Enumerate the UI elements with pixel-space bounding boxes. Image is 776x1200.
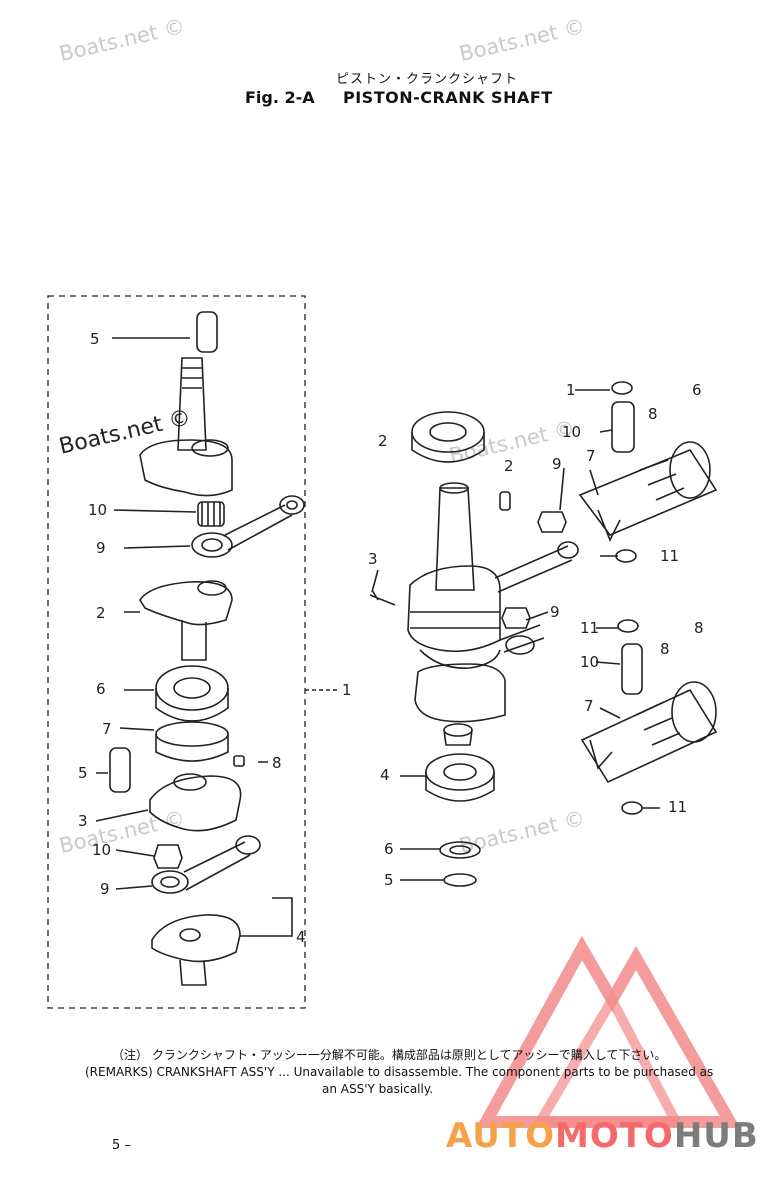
callout-number: 6 — [692, 381, 702, 399]
callout-number: 8 — [648, 405, 658, 423]
callout-number: 9 — [552, 455, 562, 473]
callout-number: 1 — [566, 381, 576, 399]
callout-number: 8 — [272, 754, 282, 772]
callout-number: 4 — [296, 928, 306, 946]
callout-number: 11 — [660, 547, 680, 565]
callout-number: 6 — [96, 680, 106, 698]
callout-number: 10 — [580, 653, 600, 671]
title-japanese: ピストン・クランクシャフト — [336, 72, 519, 87]
callout-number: 10 — [562, 423, 582, 441]
callout-number: 9 — [96, 539, 106, 557]
callout-number: 5 — [384, 871, 394, 889]
callout-number: 2 — [504, 457, 514, 475]
logo-part-hub: HUB — [673, 1116, 759, 1156]
callout-number: 4 — [380, 766, 390, 784]
callout-number: 10 — [88, 501, 108, 519]
callout-number: 7 — [586, 447, 596, 465]
figure-title: PISTON-CRANK SHAFT — [343, 88, 553, 107]
remarks-japanese: （注） クランクシャフト・アッシー一分解不可能。構成部品は原則としてアッシーで購… — [112, 1048, 667, 1062]
figure-label: Fig. 2-A — [245, 88, 315, 107]
callout-number: 10 — [92, 841, 112, 859]
callout-number: 11 — [580, 619, 600, 637]
callout-number: 11 — [668, 798, 688, 816]
callout-number: 5 — [90, 330, 100, 348]
remarks-english-line2: an ASS'Y basically. — [322, 1082, 434, 1096]
callout-number: 7 — [584, 697, 594, 715]
callout-number: 2 — [96, 604, 106, 622]
callout-number: 1 — [342, 681, 352, 699]
callout-number: 5 — [78, 764, 88, 782]
callout-number: 8 — [694, 619, 704, 637]
automotohub-logo: AUTOMOTOHUB — [446, 1116, 759, 1156]
logo-part-auto: AUTO — [446, 1116, 555, 1156]
callout-number: 2 — [378, 432, 388, 450]
callout-number: 6 — [384, 840, 394, 858]
callout-number: 3 — [368, 550, 378, 568]
page-number: 5 – — [112, 1138, 131, 1153]
logo-part-moto: MOTO — [554, 1116, 674, 1156]
callout-number: 8 — [660, 640, 670, 658]
callout-number: 9 — [100, 880, 110, 898]
callout-number: 9 — [550, 603, 560, 621]
callout-number: 3 — [78, 812, 88, 830]
callout-number: 7 — [102, 720, 112, 738]
remarks-english-line1: (REMARKS) CRANKSHAFT ASS'Y ... Unavailab… — [85, 1065, 714, 1079]
